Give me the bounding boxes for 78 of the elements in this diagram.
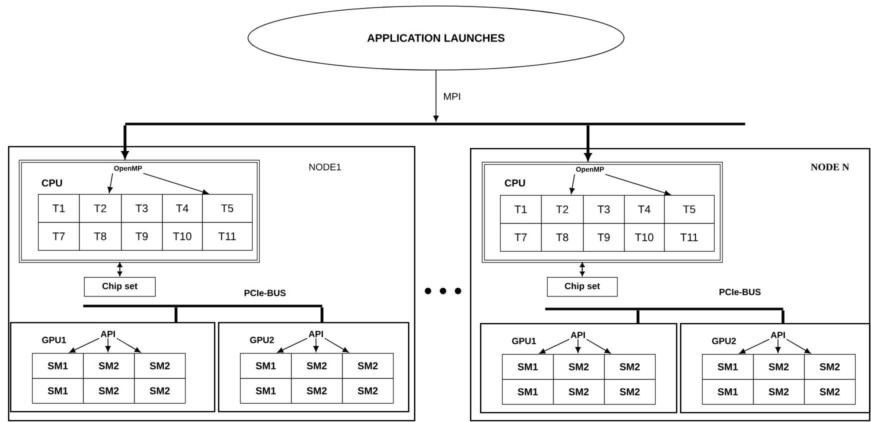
arrow	[786, 338, 811, 354]
table-cell: T11	[664, 223, 715, 252]
table-cell: SM2	[291, 378, 343, 404]
table-cell: SM2	[604, 354, 656, 380]
table-cell: T7	[500, 223, 542, 252]
table-cell: SM2	[83, 353, 135, 379]
table-cell: SM2	[753, 354, 805, 380]
arrow	[143, 172, 209, 195]
connector-line	[782, 310, 784, 323]
table-cell: T4	[624, 195, 665, 224]
table-cell: SM1	[32, 353, 84, 379]
table-cell: T4	[162, 194, 203, 223]
connector-line	[636, 310, 640, 323]
arrow	[575, 338, 581, 353]
table-cell: T1	[500, 195, 542, 224]
arrow	[433, 70, 439, 122]
arrow	[324, 338, 349, 353]
table-cell: T3	[121, 194, 163, 223]
table-cell: SM2	[134, 378, 186, 404]
table-cell: SM2	[804, 354, 856, 380]
arrow	[105, 338, 111, 352]
table-cell: SM2	[604, 379, 656, 405]
arrow	[580, 262, 585, 276]
arrow	[570, 174, 575, 194]
table-cell: T7	[38, 222, 80, 251]
arrow	[586, 338, 611, 354]
api-label: API	[308, 330, 323, 338]
table-cell: SM2	[553, 379, 605, 405]
table-cell: T2	[79, 194, 122, 223]
arrow	[739, 338, 770, 354]
table-cell: SM1	[502, 379, 554, 405]
table-cell: T9	[121, 222, 163, 251]
table-cell: SM1	[240, 353, 292, 379]
table-cell: T3	[583, 195, 625, 224]
connector-line	[320, 307, 324, 322]
table-cell: T11	[202, 222, 253, 251]
table-cell: SM2	[342, 378, 394, 404]
table-cell: SM2	[342, 353, 394, 379]
arrow	[605, 174, 670, 196]
arrow	[108, 172, 114, 193]
table-cell: T2	[541, 195, 584, 224]
table-cell: T10	[162, 222, 203, 251]
table-cell: SM1	[702, 379, 754, 405]
table-cell: SM1	[502, 354, 554, 380]
table-cell: T1	[38, 194, 80, 223]
edge-label: MPI	[442, 92, 462, 101]
table-cell: SM1	[702, 354, 754, 380]
bus-label: PCIe-BUS	[720, 288, 761, 296]
table-cell: SM1	[240, 378, 292, 404]
table-cell: T5	[664, 195, 715, 224]
table-cell: SM2	[291, 353, 343, 379]
arrow	[584, 125, 592, 161]
chipset-box: Chip set	[547, 277, 618, 297]
table-cell: SM2	[553, 354, 605, 380]
table-cell: T9	[583, 223, 625, 252]
api-label: API	[770, 332, 785, 338]
table-cell: SM2	[804, 379, 856, 405]
arrow	[116, 338, 141, 353]
arrow	[277, 338, 308, 353]
arrow	[117, 262, 122, 276]
table-cell: T8	[541, 223, 584, 252]
arrow	[69, 338, 100, 353]
arrow	[121, 125, 129, 159]
api-label: API	[570, 332, 585, 338]
connector-line	[174, 307, 178, 322]
table-cell: T5	[202, 194, 253, 223]
api-label: API	[100, 330, 115, 338]
table-cell: T8	[79, 222, 122, 251]
arrow	[775, 338, 781, 353]
table-cell: SM2	[134, 353, 186, 379]
chipset-box: Chip set	[84, 277, 156, 297]
table-cell: SM2	[83, 378, 135, 404]
arrow	[539, 338, 570, 354]
arrow	[313, 338, 319, 352]
table-cell: SM1	[32, 378, 84, 404]
bus-label: PCIe-BUS	[244, 290, 286, 296]
table-cell: SM2	[753, 379, 805, 405]
table-cell: T10	[624, 223, 665, 252]
